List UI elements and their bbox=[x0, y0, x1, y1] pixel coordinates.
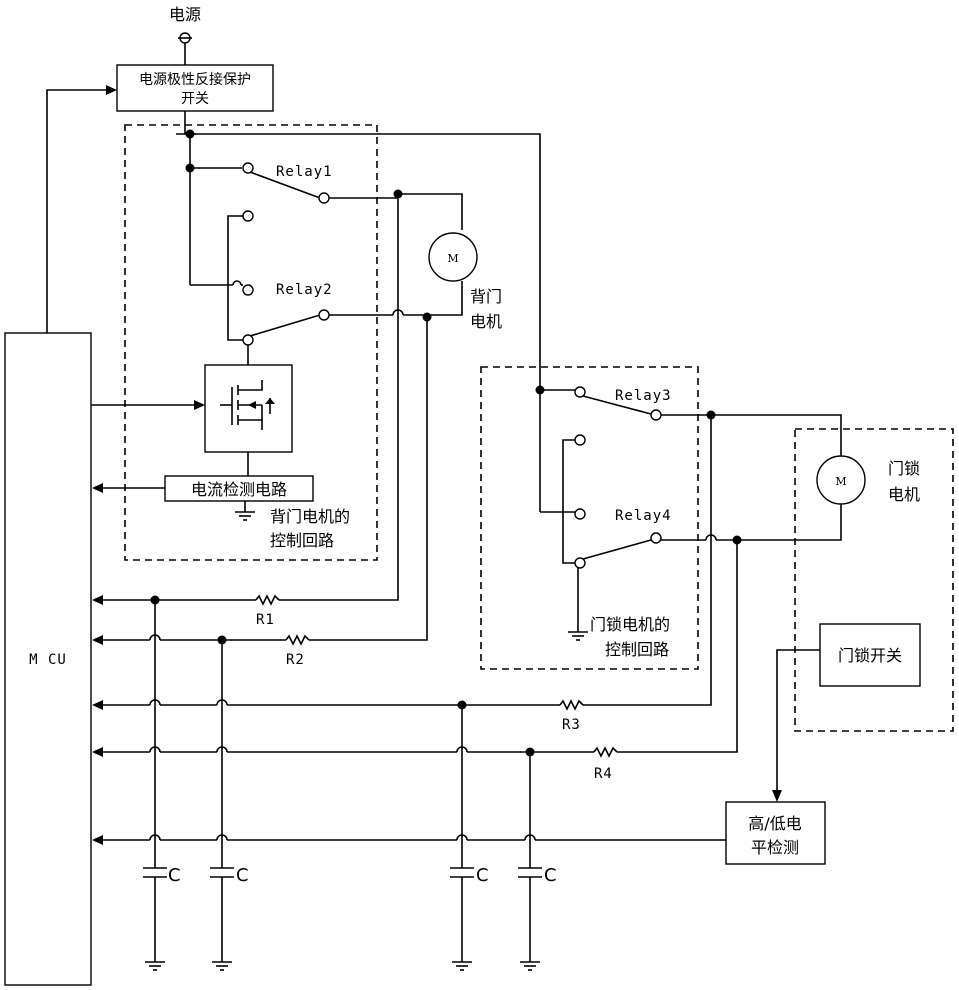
relay4-label: Relay4 bbox=[615, 508, 672, 524]
polarity-protection-switch: 电源极性反接保护 开关 bbox=[116, 64, 274, 112]
svg-text:C: C bbox=[544, 865, 557, 886]
power-label: 电源 bbox=[169, 5, 201, 24]
capacitor-2: C bbox=[210, 640, 249, 971]
back-door-motor: M 背门 电机 bbox=[393, 189, 502, 331]
power-source: 电源 bbox=[169, 5, 201, 65]
r4-label: R4 bbox=[594, 766, 613, 782]
svg-text:C: C bbox=[476, 865, 489, 886]
mosfet-switch bbox=[204, 345, 293, 453]
svg-text:电源极性反接保护: 电源极性反接保护 bbox=[139, 71, 251, 88]
relay4: Relay4 bbox=[540, 439, 737, 641]
lock-control-box bbox=[480, 366, 699, 670]
relay1-label: Relay1 bbox=[276, 164, 333, 180]
svg-text:控制回路: 控制回路 bbox=[270, 531, 334, 550]
svg-text:背门电机的: 背门电机的 bbox=[270, 507, 350, 526]
svg-text:门锁电机的: 门锁电机的 bbox=[590, 615, 670, 634]
capacitor-3: C bbox=[450, 705, 489, 971]
signal-wires bbox=[92, 194, 738, 845]
back-door-control-box bbox=[124, 124, 378, 561]
r3-label: R3 bbox=[562, 717, 581, 733]
svg-text:C: C bbox=[168, 865, 181, 886]
relay2: Relay2 bbox=[190, 215, 427, 346]
relay3-label: Relay3 bbox=[615, 388, 672, 404]
svg-text:电机: 电机 bbox=[470, 312, 502, 331]
svg-text:背门: 背门 bbox=[470, 287, 502, 306]
svg-text:高/低电: 高/低电 bbox=[748, 814, 801, 833]
svg-text:门锁: 门锁 bbox=[888, 459, 920, 478]
r2-label: R2 bbox=[286, 652, 305, 668]
svg-text:平检测: 平检测 bbox=[751, 838, 799, 857]
relay2-label: Relay2 bbox=[276, 282, 333, 298]
current-detect-circuit: 电流检测电路 bbox=[92, 452, 314, 521]
svg-text:C: C bbox=[236, 865, 249, 886]
mcu-label: M CU bbox=[29, 652, 67, 668]
capacitor-1: C bbox=[143, 600, 181, 971]
lock-motor-box bbox=[794, 428, 954, 732]
mcu-block: M CU bbox=[4, 332, 92, 986]
capacitor-4: C bbox=[518, 752, 557, 971]
level-detect-block: 高/低电 平检测 bbox=[725, 801, 826, 865]
lock-motor: M 门锁 电机 bbox=[706, 410, 920, 545]
svg-text:开关: 开关 bbox=[181, 91, 209, 107]
relay3: Relay3 bbox=[535, 385, 711, 512]
back-motor-symbol: M bbox=[447, 252, 458, 265]
lock-motor-symbol: M bbox=[835, 475, 846, 488]
lock-switch: 门锁开关 bbox=[772, 623, 921, 802]
mcu-to-protect-wire bbox=[46, 85, 117, 333]
svg-text:门锁开关: 门锁开关 bbox=[838, 646, 902, 665]
svg-text:电机: 电机 bbox=[888, 485, 920, 504]
relay1: Relay1 bbox=[185, 134, 398, 285]
current-detect-label: 电流检测电路 bbox=[191, 480, 287, 499]
r1-label: R1 bbox=[256, 612, 275, 628]
svg-text:控制回路: 控制回路 bbox=[605, 640, 669, 659]
